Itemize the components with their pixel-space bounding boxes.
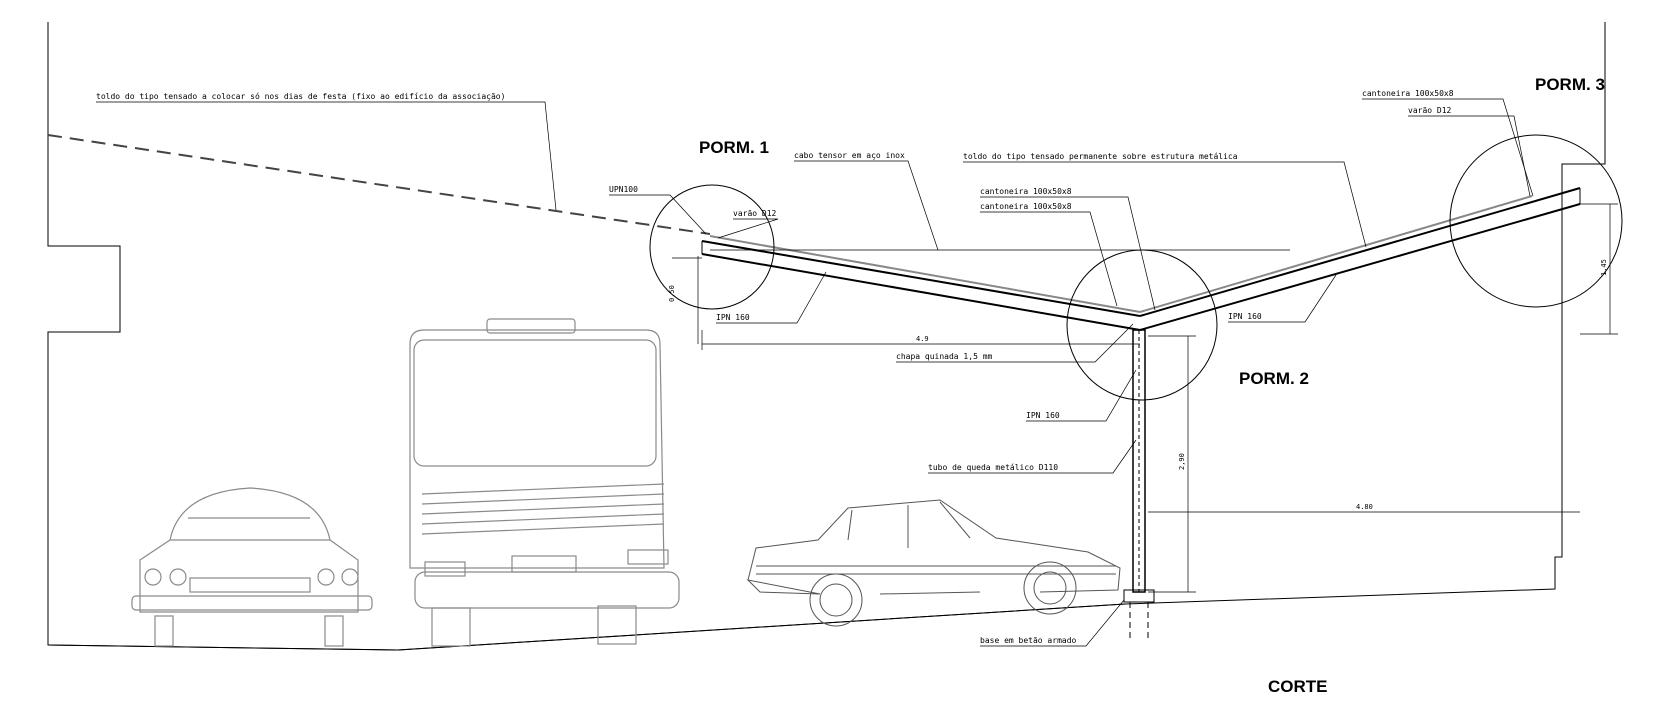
detail-circle-porm2 [1066,249,1218,401]
dim-4-9: 4.9 [916,335,929,343]
title-porm2: PORM. 2 [1239,369,1309,388]
label-ipn160-column: IPN 160 [1026,411,1060,420]
detail-circle-porm3 [1449,134,1623,308]
ground-line [47,603,1126,651]
label-chapa: chapa quinada 1,5 mm [896,352,993,361]
car-front-view [131,487,373,647]
label-base: base em betão armado [980,636,1077,645]
dim-1-45: 1,45 [1600,259,1608,276]
dim-4-80: 4.80 [1356,503,1373,511]
label-toldo-permanente: toldo do tipo tensado permanente sobre e… [963,152,1238,161]
label-varao-left: varão D12 [733,209,777,218]
label-varao-right: varão D12 [1408,106,1452,115]
roof-beams [701,187,1581,331]
label-cantoneira-right: cantoneira 100x50x8 [1362,89,1454,98]
label-ipn160-left: IPN 160 [716,313,750,322]
leader-lines [96,98,1534,647]
title-porm1: PORM. 1 [699,138,769,157]
bus-front-view [409,318,680,647]
left-building-wall [47,22,1606,651]
dim-2-90: 2,90 [1178,453,1186,470]
label-toldo-festa: toldo do tipo tensado a colocar só nos d… [96,91,505,101]
label-ipn160-right: IPN 160 [1228,312,1262,321]
label-cantoneira-mid-2: cantoneira 100x50x8 [980,202,1072,211]
detail-circle-porm1 [649,184,775,310]
label-tubo: tubo de queda metálico D110 [928,463,1058,472]
title-porm3: PORM. 3 [1535,75,1605,94]
festa-awning-dashed [47,134,711,235]
car-side-view [746,499,1121,627]
dim-0-50: 0,50 [668,285,676,302]
label-cabo-tensor: cabo tensor em aço inox [794,151,905,160]
dimension-lines [672,203,1618,593]
column [1123,329,1155,640]
title-corte: CORTE [1268,677,1328,696]
label-cantoneira-mid-1: cantoneira 100x50x8 [980,187,1072,196]
label-upn100: UPN100 [609,185,638,194]
